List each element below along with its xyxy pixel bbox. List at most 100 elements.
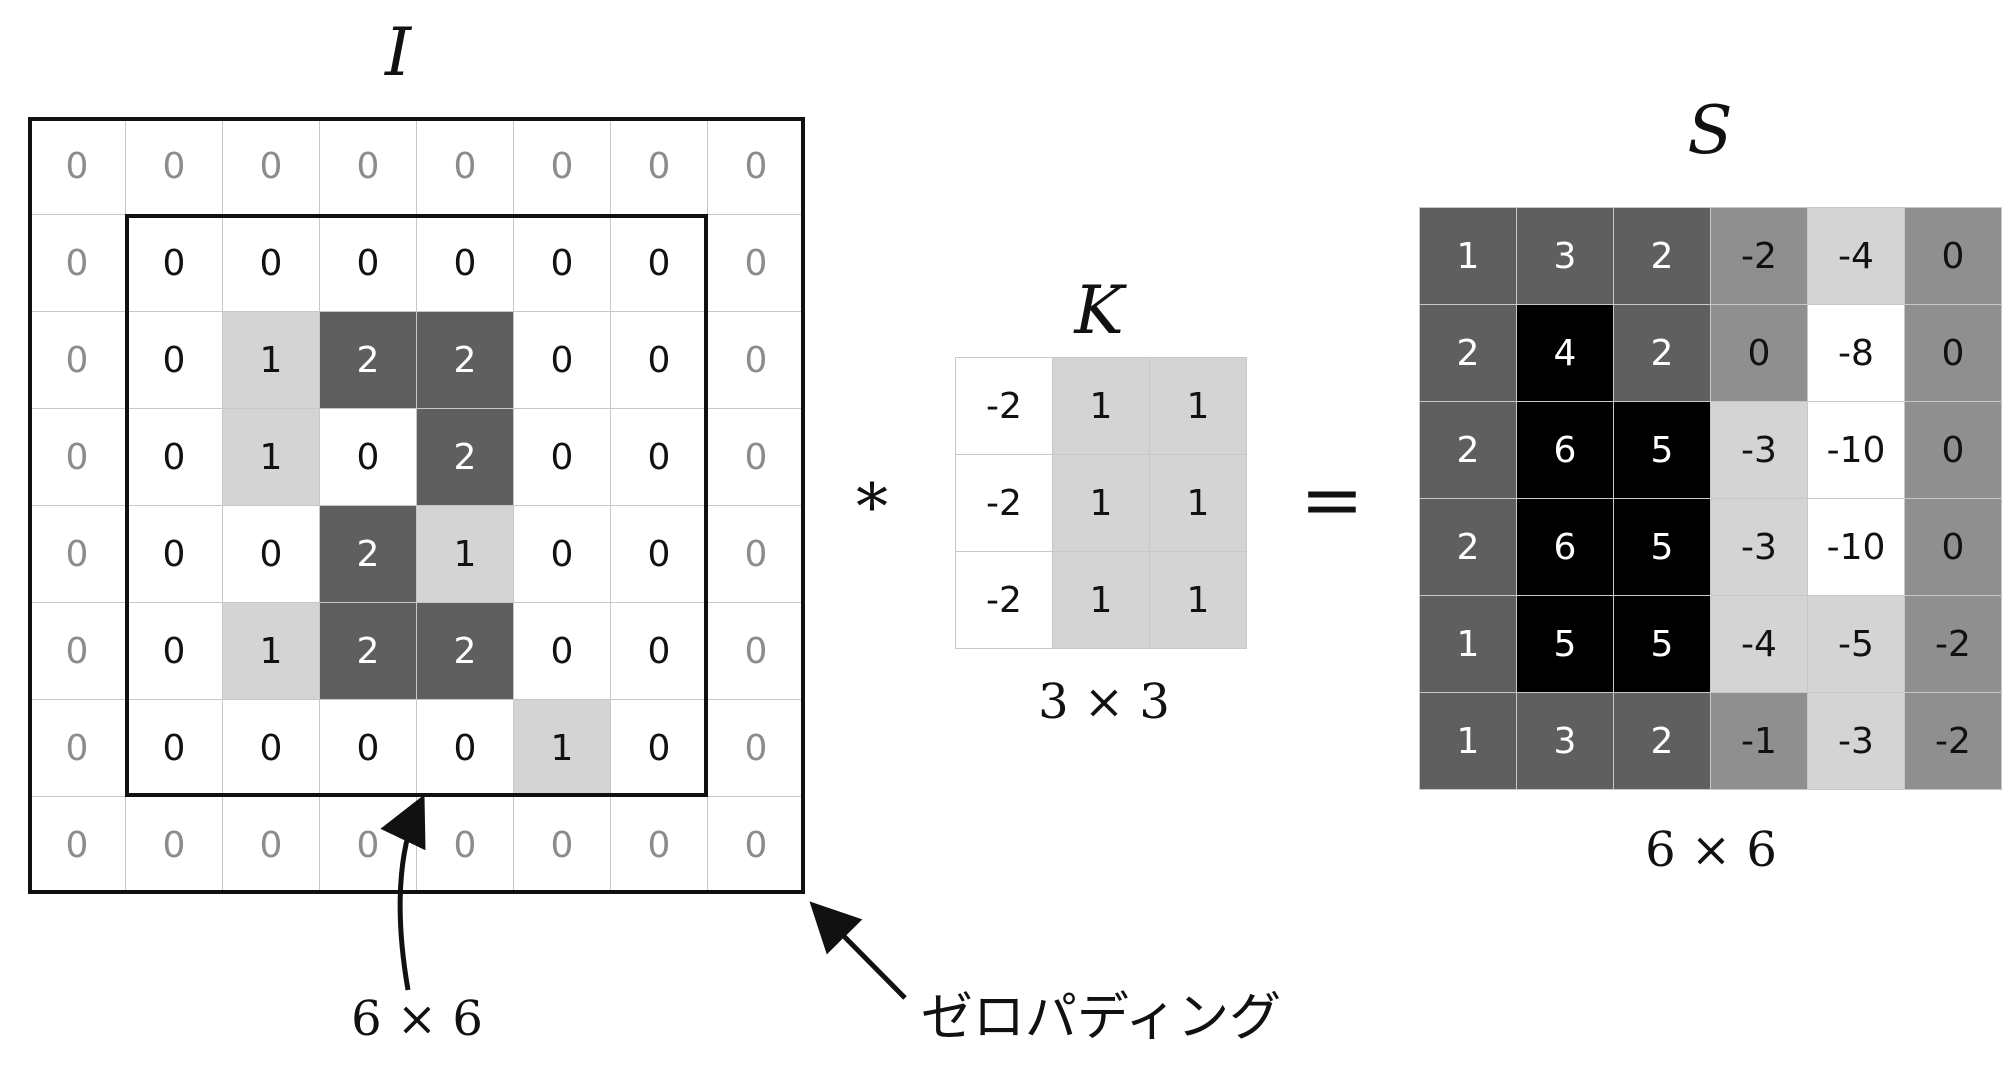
input-cell: 2	[320, 506, 417, 603]
padding-cell: 0	[611, 118, 708, 215]
padding-cell: 0	[708, 603, 805, 700]
output-cell: 5	[1614, 402, 1711, 499]
padding-cell: 0	[708, 409, 805, 506]
padding-cell: 0	[708, 118, 805, 215]
output-cell: -2	[1905, 596, 2002, 693]
output-cell: 0	[1905, 402, 2002, 499]
convolution-operator: *	[856, 471, 888, 545]
kernel-cell: 1	[1150, 552, 1247, 649]
output-cell: 3	[1517, 693, 1614, 790]
padding-cell: 0	[708, 700, 805, 797]
output-cell: 0	[1905, 208, 2002, 305]
input-cell: 0	[126, 409, 223, 506]
kernel-cell: -2	[956, 455, 1053, 552]
padding-arrow	[809, 901, 907, 1000]
padding-cell: 0	[320, 118, 417, 215]
padding-cell: 0	[29, 312, 126, 409]
output-cell: -8	[1808, 305, 1905, 402]
output-cell: 2	[1420, 499, 1517, 596]
input-cell: 0	[126, 312, 223, 409]
padding-cell: 0	[126, 797, 223, 894]
padding-cell: 0	[29, 700, 126, 797]
kernel-cell: 1	[1150, 358, 1247, 455]
kernel-cell: 1	[1053, 455, 1150, 552]
input-cell: 1	[417, 506, 514, 603]
input-cell: 0	[514, 409, 611, 506]
output-cell: 1	[1420, 693, 1517, 790]
input-cell: 0	[223, 700, 320, 797]
kernel-title: K	[1074, 272, 1124, 349]
input-cell: 2	[320, 603, 417, 700]
padding-cell: 0	[223, 797, 320, 894]
padding-cell: 0	[611, 797, 708, 894]
output-cell: -4	[1711, 596, 1808, 693]
output-cell: 2	[1614, 693, 1711, 790]
output-cell: -10	[1808, 499, 1905, 596]
input-cell: 1	[223, 409, 320, 506]
kernel-cell: 1	[1150, 455, 1247, 552]
kernel-cell: 1	[1053, 358, 1150, 455]
input-cell: 0	[611, 215, 708, 312]
input-cell: 0	[223, 506, 320, 603]
output-cell: -2	[1905, 693, 2002, 790]
input-matrix-title: I	[384, 14, 412, 91]
input-cell: 0	[611, 409, 708, 506]
input-cell: 1	[223, 603, 320, 700]
input-cell: 1	[223, 312, 320, 409]
output-cell: -3	[1711, 499, 1808, 596]
output-cell: 1	[1420, 208, 1517, 305]
padding-cell: 0	[417, 118, 514, 215]
output-cell: 5	[1614, 499, 1711, 596]
padding-cell: 0	[708, 312, 805, 409]
input-cell: 0	[320, 409, 417, 506]
input-cell: 0	[611, 312, 708, 409]
input-cell: 0	[611, 506, 708, 603]
output-cell: 3	[1517, 208, 1614, 305]
output-cell: -10	[1808, 402, 1905, 499]
output-cell: -1	[1711, 693, 1808, 790]
input-cell: 0	[417, 700, 514, 797]
input-cell: 0	[514, 603, 611, 700]
input-cell: 0	[514, 506, 611, 603]
input-cell: 0	[223, 215, 320, 312]
input-cell: 0	[611, 603, 708, 700]
padding-cell: 0	[514, 118, 611, 215]
output-cell: 6	[1517, 499, 1614, 596]
inner-size-arrow	[380, 794, 426, 991]
input-cell: 0	[320, 700, 417, 797]
padding-cell: 0	[708, 215, 805, 312]
output-matrix-title: S	[1687, 92, 1733, 169]
input-cell: 2	[417, 603, 514, 700]
equals-operator: =	[1300, 455, 1364, 544]
output-cell: 2	[1420, 402, 1517, 499]
padding-cell: 0	[29, 409, 126, 506]
output-cell: 5	[1517, 596, 1614, 693]
output-cell: -4	[1808, 208, 1905, 305]
padding-cell: 0	[29, 118, 126, 215]
input-cell: 2	[417, 312, 514, 409]
input-cell: 2	[417, 409, 514, 506]
kernel-cell: -2	[956, 552, 1053, 649]
output-cell: -3	[1808, 693, 1905, 790]
input-cell: 2	[320, 312, 417, 409]
input-cell: 0	[126, 506, 223, 603]
input-cell: 0	[611, 700, 708, 797]
kernel-size-label: 3 × 3	[1038, 674, 1170, 730]
padding-cell: 0	[29, 797, 126, 894]
output-size-label: 6 × 6	[1645, 822, 1777, 878]
output-cell: 6	[1517, 402, 1614, 499]
input-cell: 0	[417, 215, 514, 312]
input-cell: 0	[126, 603, 223, 700]
output-cell: 0	[1905, 499, 2002, 596]
zero-padding-label: ゼロパディング	[920, 988, 1282, 1048]
input-cell: 0	[320, 215, 417, 312]
output-cell: -2	[1711, 208, 1808, 305]
output-cell: 2	[1614, 305, 1711, 402]
output-cell: 0	[1711, 305, 1808, 402]
input-cell: 0	[514, 215, 611, 312]
kernel-cell: 1	[1053, 552, 1150, 649]
